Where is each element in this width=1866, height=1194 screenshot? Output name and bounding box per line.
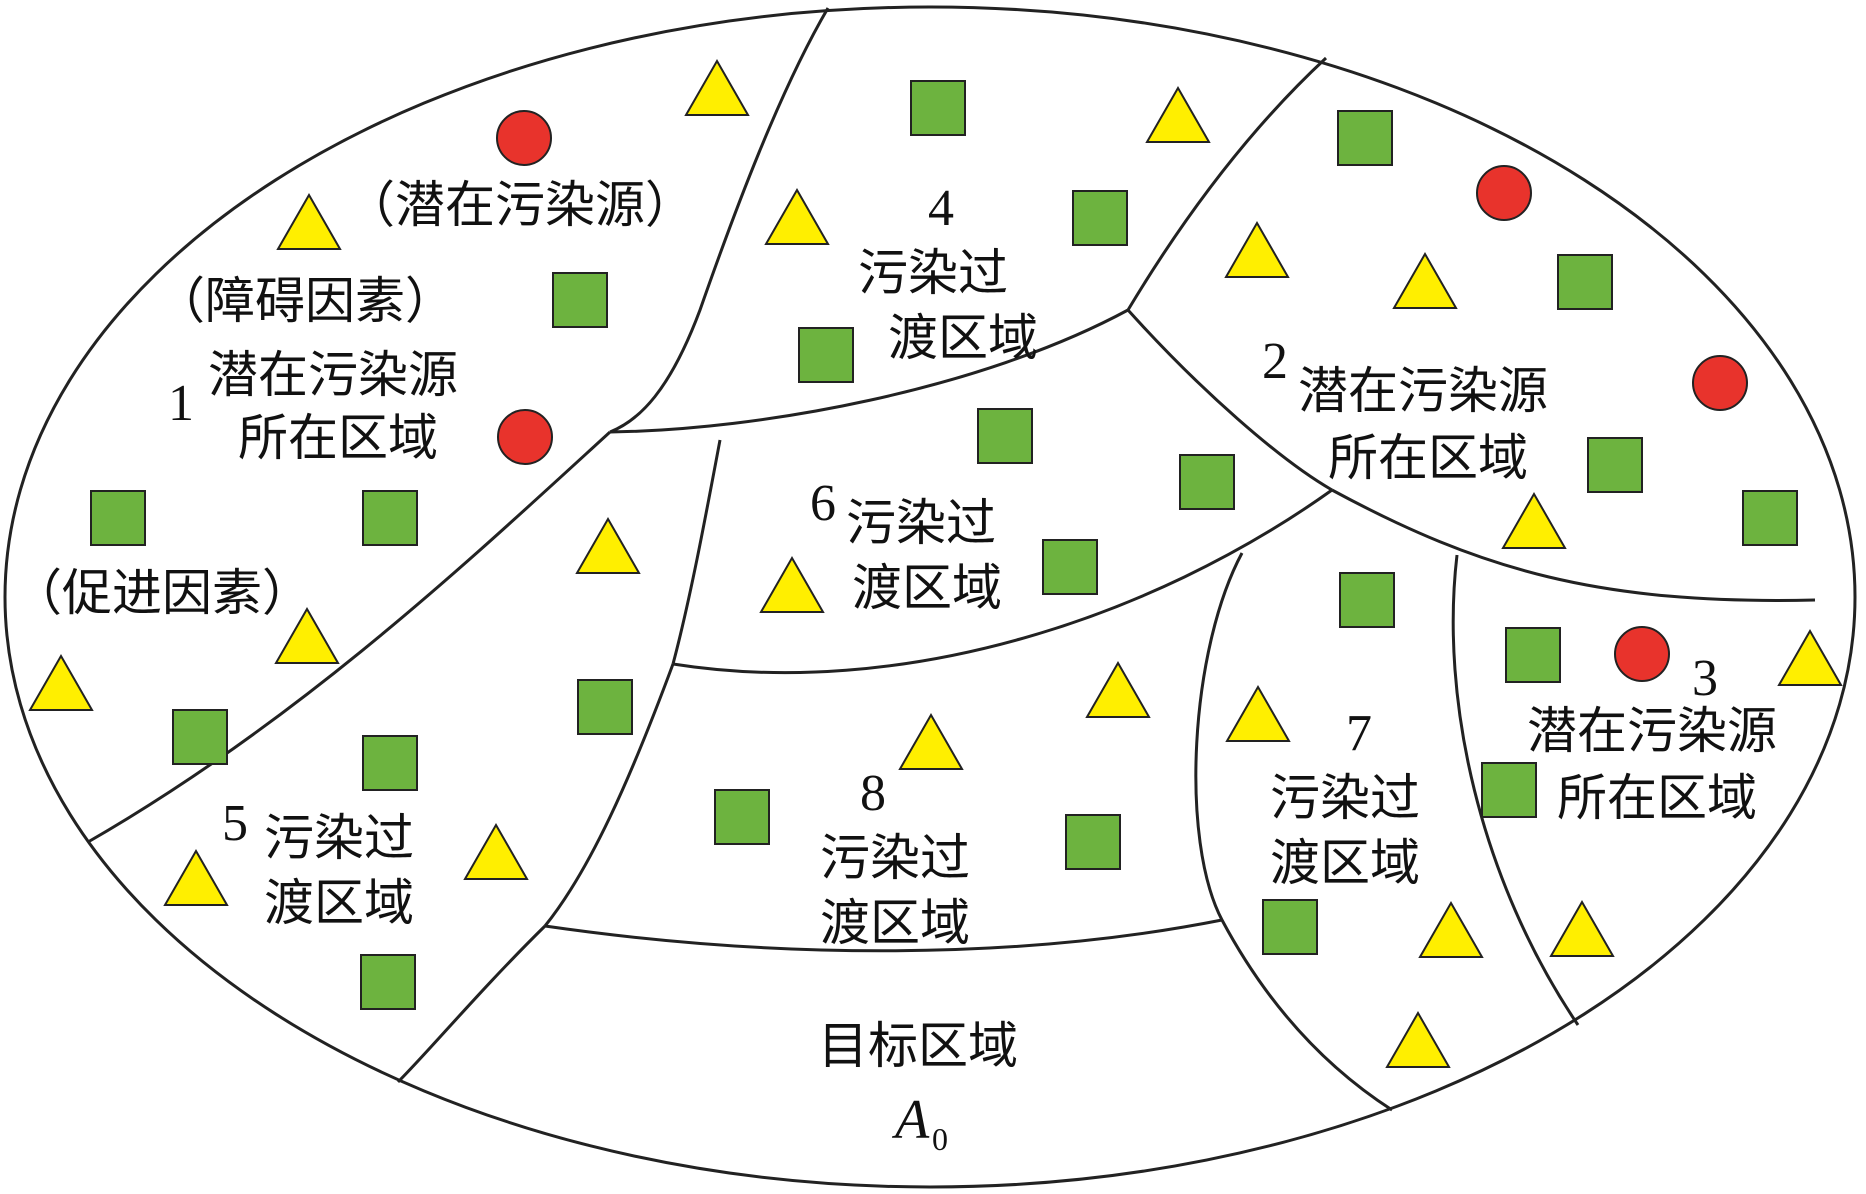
boundary-r4-r6 [609, 308, 1129, 434]
promoter-triangle-icon [759, 555, 825, 613]
region-6-number: 6 [810, 475, 836, 532]
region-4-line2: 渡区域 [888, 309, 1038, 367]
barrier-square-icon [362, 490, 418, 546]
barrier-square-icon [1557, 254, 1613, 310]
region-8-number: 8 [860, 765, 886, 822]
target-region-symbol: A [891, 1089, 930, 1151]
source-circle-icon [1692, 355, 1748, 411]
boundary-r4-r2 [1126, 56, 1328, 311]
region-1-line2: 所在区域 [238, 409, 438, 467]
barrier-square-icon [552, 272, 608, 328]
promoter-triangle-icon [1085, 660, 1151, 718]
barrier-square-icon [1505, 627, 1561, 683]
region-6-line1: 污染过 [846, 494, 996, 552]
barrier-square-icon [1179, 454, 1235, 510]
promoter-triangle-icon [575, 516, 641, 574]
barrier-square-icon [577, 679, 633, 735]
barrier-square-icon [977, 408, 1033, 464]
promoter-triangle-icon [1549, 899, 1615, 957]
promoter-triangle-icon [1385, 1010, 1451, 1068]
barrier-square-icon [798, 327, 854, 383]
barrier-square-icon [1065, 814, 1121, 870]
region-2-line2: 所在区域 [1328, 429, 1528, 487]
source-circles [496, 110, 1748, 682]
boundary-r7-r3 [1451, 554, 1580, 1026]
boundary-r5-target [396, 924, 547, 1084]
region-7-line2: 渡区域 [1270, 834, 1420, 892]
promoter-triangle-icon [764, 187, 830, 245]
promoter-triangle-icon [898, 712, 964, 770]
region-4-line1: 污染过 [858, 244, 1008, 302]
barrier-square-icon [1262, 899, 1318, 955]
region-8-line2: 渡区域 [820, 894, 970, 952]
barrier-square-icon [1481, 762, 1537, 818]
region-5-number: 5 [222, 795, 248, 852]
barrier-square-icon [1742, 490, 1798, 546]
promoter-triangle-icon [276, 192, 342, 250]
region-6-line2: 渡区域 [852, 559, 1002, 617]
annotation-source: （潜在污染源） [345, 176, 695, 234]
barrier-square-icon [1339, 572, 1395, 628]
boundary-target-top [544, 918, 1223, 953]
promoter-triangle-icon [463, 822, 529, 880]
region-5-line2: 渡区域 [264, 874, 414, 932]
region-7-line1: 污染过 [1270, 769, 1420, 827]
source-circle-icon [1476, 165, 1532, 221]
barrier-square-icon [1042, 539, 1098, 595]
barrier-square-icon [172, 709, 228, 765]
barrier-square-icon [362, 735, 418, 791]
region-1-number: 1 [168, 375, 194, 432]
source-circle-icon [496, 110, 552, 166]
boundary-r2-r3 [1331, 488, 1816, 602]
source-circle-icon [1614, 626, 1670, 682]
boundary-r6-r2 [1126, 308, 1333, 492]
barrier-squares [90, 80, 1798, 1010]
promoter-triangle-icon [684, 58, 750, 116]
region-2-number: 2 [1262, 333, 1288, 390]
region-4-number: 4 [928, 180, 954, 237]
boundary-r1-r5 [87, 430, 612, 844]
boundary-r5-r8 [543, 663, 675, 927]
target-region-subscript: 0 [932, 1121, 948, 1157]
boundary-r7-r8 [1194, 552, 1393, 1112]
barrier-square-icon [714, 789, 770, 845]
boundary-r6-r8 [672, 488, 1333, 675]
promoter-triangles [28, 58, 1843, 1068]
promoter-triangle-icon [274, 606, 340, 664]
promoter-triangle-icon [1501, 491, 1567, 549]
barrier-square-icon [1072, 190, 1128, 246]
promoter-triangle-icon [28, 653, 94, 711]
region-2-line1: 潜在污染源 [1298, 362, 1548, 420]
barrier-square-icon [360, 954, 416, 1010]
barrier-square-icon [90, 490, 146, 546]
boundary-r1-r4 [609, 7, 830, 434]
promoter-triangle-icon [1777, 628, 1843, 686]
annotation-promoter: （促进因素） [12, 564, 312, 622]
region-3-line1: 潜在污染源 [1527, 702, 1777, 760]
promoter-triangle-icon [163, 848, 229, 906]
region-7-number: 7 [1346, 705, 1372, 762]
annotation-barrier: （障碍因素） [155, 272, 455, 330]
region-5-line1: 污染过 [264, 809, 414, 867]
promoter-triangle-icon [1418, 900, 1484, 958]
region-3-number: 3 [1692, 650, 1718, 707]
barrier-square-icon [1587, 437, 1643, 493]
barrier-square-icon [1337, 110, 1393, 166]
target-region-label: 目标区域 [818, 1017, 1018, 1075]
promoter-triangle-icon [1145, 85, 1211, 143]
source-circle-icon [497, 409, 553, 465]
region-boundaries [87, 7, 1816, 1112]
promoter-triangle-icon [1225, 684, 1291, 742]
region-8-line1: 污染过 [820, 829, 970, 887]
promoter-triangle-icon [1392, 251, 1458, 309]
boundary-r5-r6 [671, 439, 722, 665]
region-1-line1: 潜在污染源 [208, 346, 458, 404]
region-3-line2: 所在区域 [1557, 769, 1757, 827]
barrier-square-icon [910, 80, 966, 136]
promoter-triangle-icon [1224, 220, 1290, 278]
outer-ellipse [3, 5, 1857, 1189]
